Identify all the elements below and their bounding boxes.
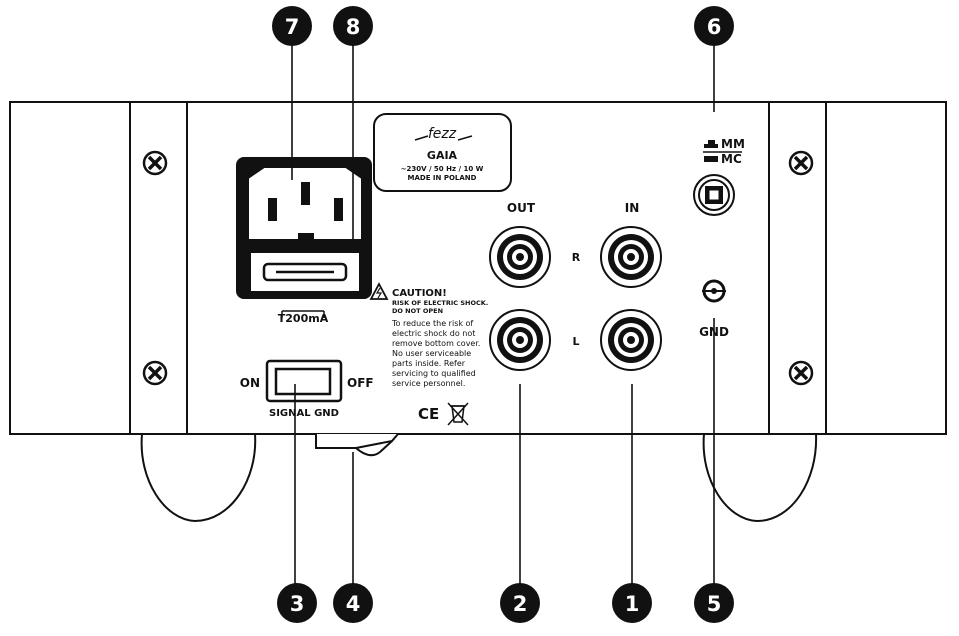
power-inlet[interactable] bbox=[236, 157, 372, 299]
callout-number: 3 bbox=[290, 592, 305, 616]
signal-gnd-label: SIGNAL GND bbox=[269, 408, 339, 419]
switch-on-label: ON bbox=[240, 376, 260, 390]
callout-badge: 7 bbox=[272, 6, 312, 46]
callout-badge: 8 bbox=[333, 6, 373, 46]
callout-badge: 1 bbox=[612, 583, 652, 623]
callout-badge: 5 bbox=[694, 583, 734, 623]
callout-badge: 3 bbox=[277, 583, 317, 623]
callout-number: 4 bbox=[346, 592, 361, 616]
ce-mark: CE bbox=[418, 405, 439, 423]
screw-icon bbox=[142, 360, 168, 386]
switch-off-label: OFF bbox=[347, 376, 374, 390]
callout-number: 5 bbox=[707, 592, 722, 616]
right-foot bbox=[702, 433, 818, 523]
screw-icon bbox=[788, 150, 814, 176]
callout-badge: 4 bbox=[333, 583, 373, 623]
caution-body-line: electric shock do not bbox=[392, 329, 475, 338]
caution-body-line: No user serviceable bbox=[392, 349, 471, 358]
screw-icon bbox=[788, 360, 814, 386]
caution-line-1: RISK OF ELECTRIC SHOCK. bbox=[392, 299, 488, 307]
mc-indicator-icon bbox=[704, 156, 718, 162]
mm-indicator-icon bbox=[704, 140, 718, 148]
callout-number: 8 bbox=[346, 15, 361, 39]
callout-badge: 6 bbox=[694, 6, 734, 46]
callout-badge: 2 bbox=[500, 583, 540, 623]
rca-out-left-jack[interactable] bbox=[489, 309, 551, 371]
brand-plate bbox=[373, 113, 512, 192]
caution-body-line: remove bottom cover. bbox=[392, 339, 480, 348]
callout-number: 1 bbox=[625, 592, 640, 616]
mc-label: MC bbox=[721, 152, 742, 166]
rca-out-right-jack[interactable] bbox=[489, 226, 551, 288]
ground-terminal[interactable] bbox=[702, 279, 726, 303]
rca-in-left-jack[interactable] bbox=[600, 309, 662, 371]
caution-body-line: To reduce the risk of bbox=[391, 319, 473, 328]
fuse-label: T200mA bbox=[278, 312, 329, 325]
warning-triangle-icon bbox=[369, 282, 389, 300]
caution-title: CAUTION! bbox=[392, 288, 447, 299]
left-channel-label: L bbox=[572, 335, 579, 348]
right-channel-label: R bbox=[572, 251, 581, 264]
in-label: IN bbox=[625, 201, 640, 215]
power-switch[interactable] bbox=[315, 433, 399, 457]
left-foot bbox=[140, 433, 257, 523]
caution-line-2: DO NOT OPEN bbox=[392, 307, 443, 315]
callout-number: 6 bbox=[707, 15, 722, 39]
mm-mc-selector-button[interactable] bbox=[693, 174, 735, 216]
weee-bin-icon bbox=[447, 402, 469, 426]
model-name: GAIA bbox=[427, 149, 458, 162]
signal-gnd-switch[interactable] bbox=[265, 359, 343, 403]
power-rating: ~230V / 50 Hz / 10 W bbox=[401, 165, 484, 173]
brand-logo: fezz bbox=[428, 126, 457, 142]
out-label: OUT bbox=[507, 201, 536, 215]
mm-label: MM bbox=[721, 137, 745, 151]
caution-body-line: service personnel. bbox=[392, 379, 465, 388]
callout-number: 7 bbox=[285, 15, 300, 39]
caution-body-line: servicing to qualified bbox=[392, 369, 476, 378]
caution-body-line: parts inside. Refer bbox=[392, 359, 466, 368]
screw-icon bbox=[142, 150, 168, 176]
origin-label: MADE IN POLAND bbox=[408, 174, 477, 182]
rca-in-right-jack[interactable] bbox=[600, 226, 662, 288]
callout-number: 2 bbox=[513, 592, 528, 616]
